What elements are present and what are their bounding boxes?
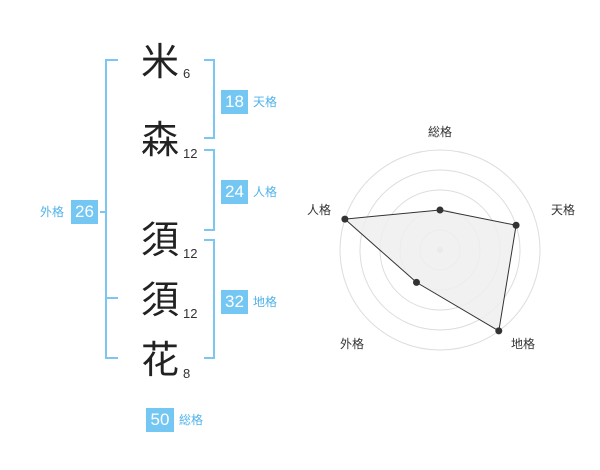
chikaku-label: 地格 (253, 295, 278, 309)
stroke-count-3: 12 (183, 246, 198, 261)
stroke-count-2: 12 (183, 146, 198, 161)
radar-axis-label-gaikaku: 外格 (340, 337, 365, 351)
radar-point-4 (412, 278, 420, 286)
radar-grid-ring (359, 169, 521, 331)
jinkaku-value: 24 (221, 180, 248, 204)
radar-axis-label-chikaku: 地格 (511, 337, 536, 351)
radar-axis-label-soukaku: 総格 (428, 125, 453, 139)
stroke-count-4: 12 (183, 306, 198, 321)
jinkaku-label: 人格 (253, 185, 278, 199)
soukaku-value: 50 (146, 408, 174, 432)
radar-point-1 (436, 206, 444, 214)
stroke-count-5: 8 (183, 366, 191, 381)
gaikaku-bracket (105, 59, 118, 359)
radar-point-3 (495, 327, 503, 335)
name-char-2: 森 (140, 118, 179, 162)
gaikaku-value: 26 (71, 200, 98, 224)
radar-grid-ring (339, 149, 541, 351)
stroke-count-1: 6 (183, 66, 191, 81)
radar-points (341, 206, 520, 335)
jinkaku-bracket (204, 149, 215, 231)
chikaku-value: 32 (221, 290, 248, 314)
tenkaku-label: 天格 (253, 95, 278, 109)
radar-area (343, 209, 517, 332)
gaikaku-label: 外格 (40, 205, 65, 219)
tenkaku-bracket (204, 59, 215, 139)
name-char-5: 花 (140, 338, 179, 382)
radar-point-5 (341, 215, 349, 223)
radar-axis-label-jinkaku: 人格 (307, 203, 332, 217)
chikaku-bracket (204, 239, 215, 359)
name-char-3: 須 (140, 218, 179, 262)
name-char-1: 米 (140, 40, 179, 84)
tenkaku-value: 18 (221, 90, 248, 114)
radar-point-2 (512, 221, 520, 229)
radar-axis-label-tenkaku: 天格 (551, 203, 576, 217)
soukaku-label: 総格 (179, 413, 204, 427)
name-char-4: 須 (140, 278, 179, 322)
